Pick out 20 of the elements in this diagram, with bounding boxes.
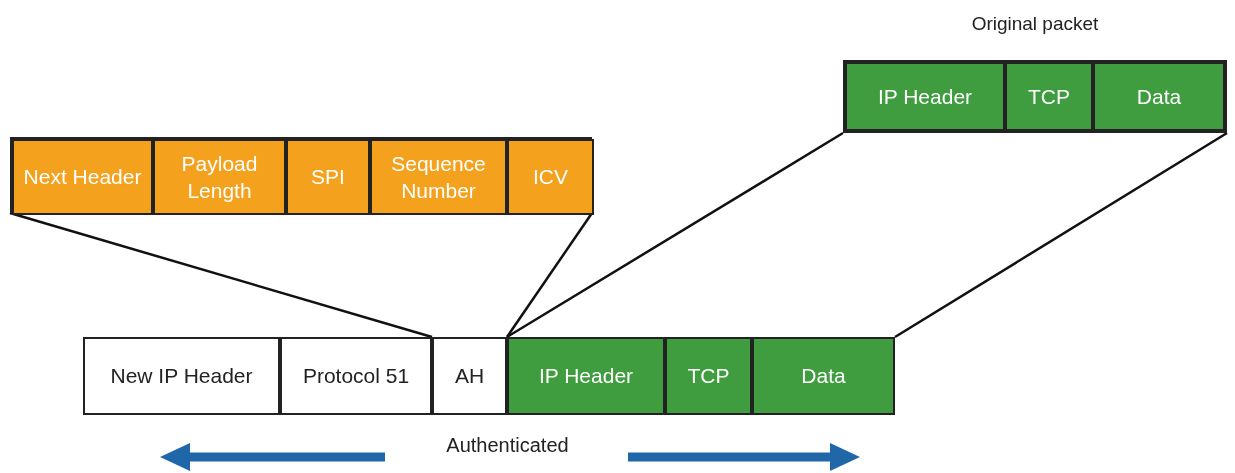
packet-field: Data <box>1093 62 1225 131</box>
packet-field: AH <box>432 337 507 415</box>
packet-field: TCP <box>1005 62 1093 131</box>
span-label: Authenticated <box>445 434 570 457</box>
header-field: Sequence Number <box>370 139 507 215</box>
packet-field: Protocol 51 <box>280 337 432 415</box>
header-field: ICV <box>507 139 594 215</box>
projection-line <box>894 131 1228 339</box>
header-strip <box>10 137 592 213</box>
group-heading: Original packet <box>970 12 1100 36</box>
header-field: Payload Length <box>153 139 286 215</box>
packet-field: Data <box>752 337 895 415</box>
projection-line <box>506 131 844 339</box>
header-field: Next Header <box>12 139 153 215</box>
projection-line <box>9 211 433 339</box>
packet-field: TCP <box>665 337 752 415</box>
packet-field: New IP Header <box>83 337 280 415</box>
packet-field: IP Header <box>845 62 1005 131</box>
header-field: SPI <box>286 139 370 215</box>
packet-field: IP Header <box>507 337 665 415</box>
